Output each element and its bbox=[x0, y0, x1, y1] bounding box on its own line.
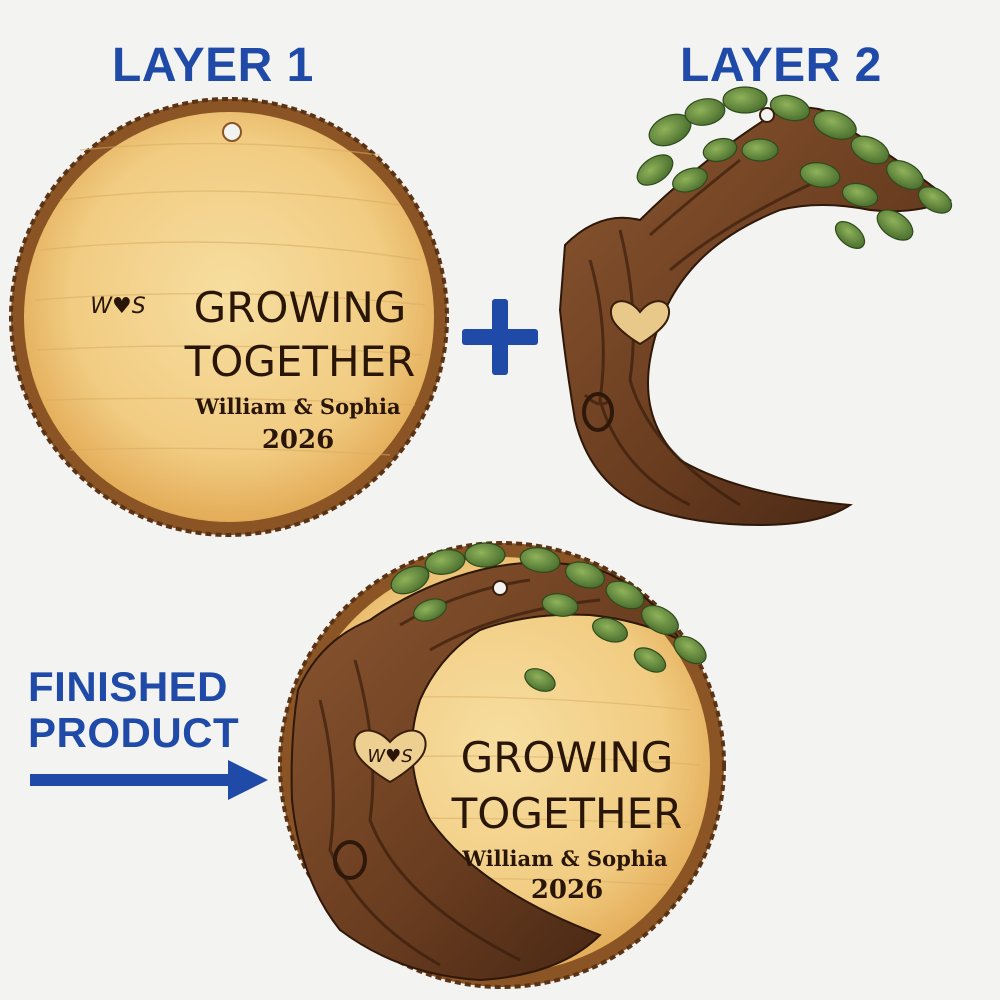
finished-label-line1: FINISHED bbox=[28, 663, 229, 710]
plus-icon bbox=[462, 299, 538, 375]
hanging-hole-icon bbox=[492, 580, 508, 596]
layer2-tree bbox=[558, 86, 953, 527]
layer1-wood-grain bbox=[34, 142, 426, 456]
heart-icon bbox=[353, 729, 427, 784]
layer1-label: LAYER 1 bbox=[112, 39, 314, 92]
layer1-title-line1: GROWING bbox=[194, 283, 407, 332]
finished-ornament: W♥S GROWING TOGETHER William & Sophia 20… bbox=[278, 541, 726, 989]
layer1-initials: W♥S bbox=[90, 294, 145, 319]
layer1-ornament: W♥S GROWING TOGETHER William & Sophia 20… bbox=[9, 97, 449, 537]
layer1-wood-face bbox=[24, 112, 434, 522]
layer1-title-line2: TOGETHER bbox=[184, 337, 416, 386]
layer2-bark-lines bbox=[583, 158, 821, 507]
finished-leaves bbox=[390, 542, 707, 692]
finished-product-label: FINISHED PRODUCT bbox=[28, 664, 239, 756]
finished-trunk bbox=[290, 561, 683, 982]
layer2-label: LAYER 2 bbox=[680, 39, 882, 92]
layer2-knot bbox=[582, 392, 614, 432]
hanging-hole-icon bbox=[759, 107, 775, 123]
finished-initials: W♥S bbox=[367, 746, 412, 767]
finished-label-line2: PRODUCT bbox=[28, 709, 240, 756]
heart-icon bbox=[609, 300, 671, 346]
layer2-leaves bbox=[636, 86, 953, 249]
finished-bark-lines bbox=[318, 578, 601, 967]
finished-title-line2: TOGETHER bbox=[451, 789, 683, 838]
layer1-names: William & Sophia bbox=[194, 394, 401, 419]
layer1-year: 2026 bbox=[262, 425, 334, 455]
finished-knot bbox=[333, 840, 367, 880]
right-arrow-icon bbox=[30, 760, 268, 800]
hanging-hole-icon bbox=[222, 122, 242, 142]
finished-title-line1: GROWING bbox=[461, 733, 674, 782]
finished-names: William & Sophia bbox=[461, 846, 668, 871]
finished-year: 2026 bbox=[531, 875, 603, 905]
